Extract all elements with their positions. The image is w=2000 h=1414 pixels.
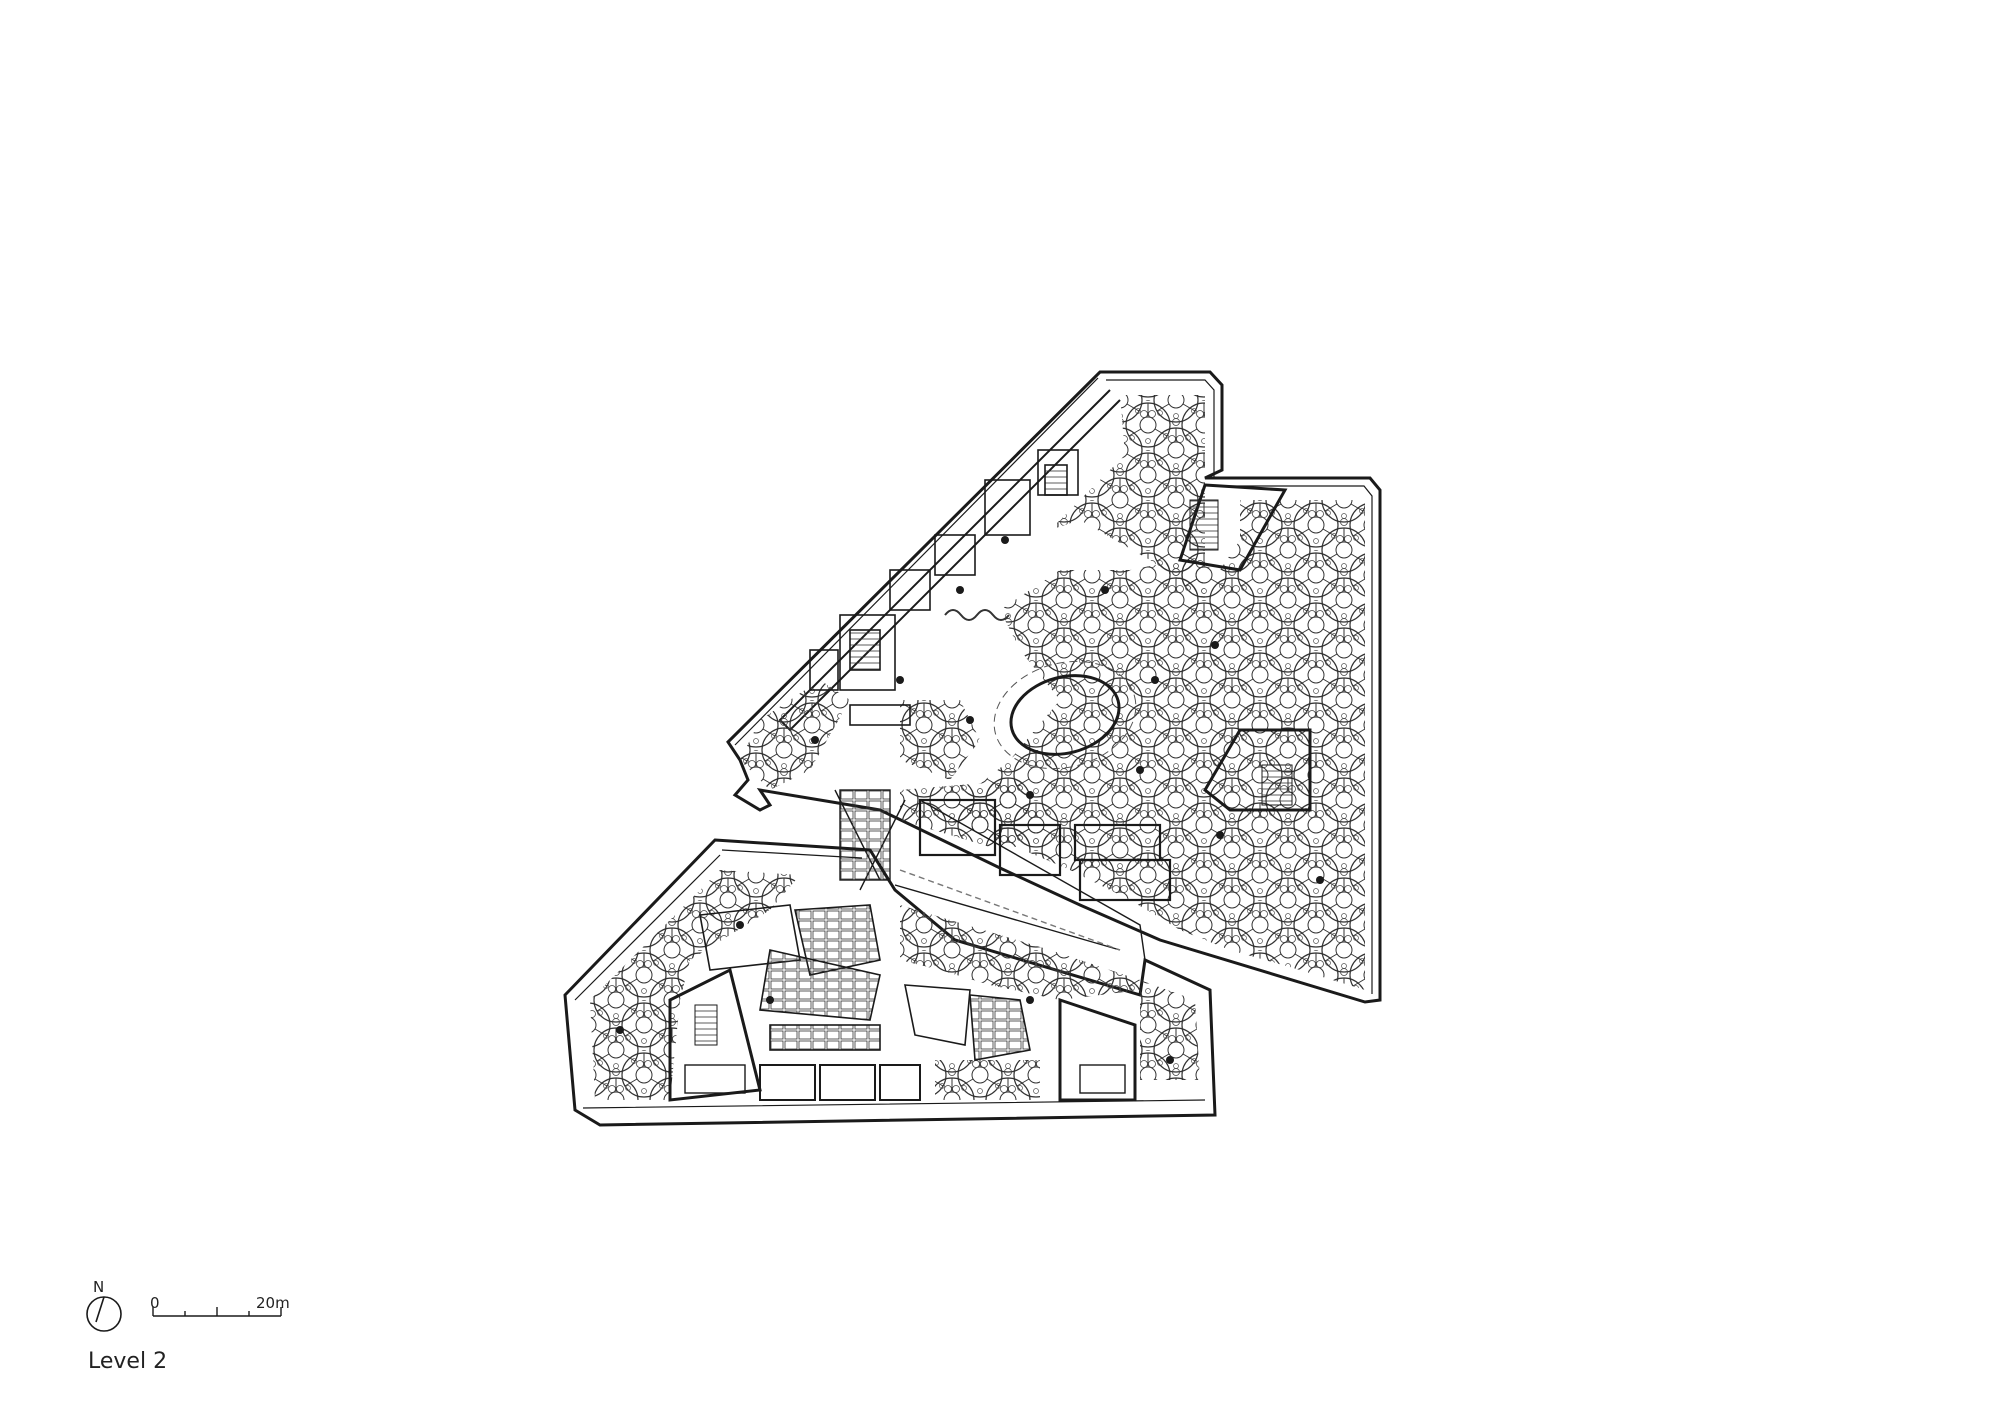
- level-title: Level 2: [88, 1349, 168, 1374]
- scale-end-label: 20m: [256, 1294, 290, 1312]
- north-wing: [726, 370, 1382, 1004]
- bridge: [834, 789, 1172, 961]
- north-label: N: [93, 1278, 105, 1296]
- scale-bar: [152, 1307, 282, 1317]
- north-arrow: [86, 1296, 122, 1332]
- south-wing: [563, 838, 1217, 1127]
- scale-start-label: 0: [150, 1294, 160, 1312]
